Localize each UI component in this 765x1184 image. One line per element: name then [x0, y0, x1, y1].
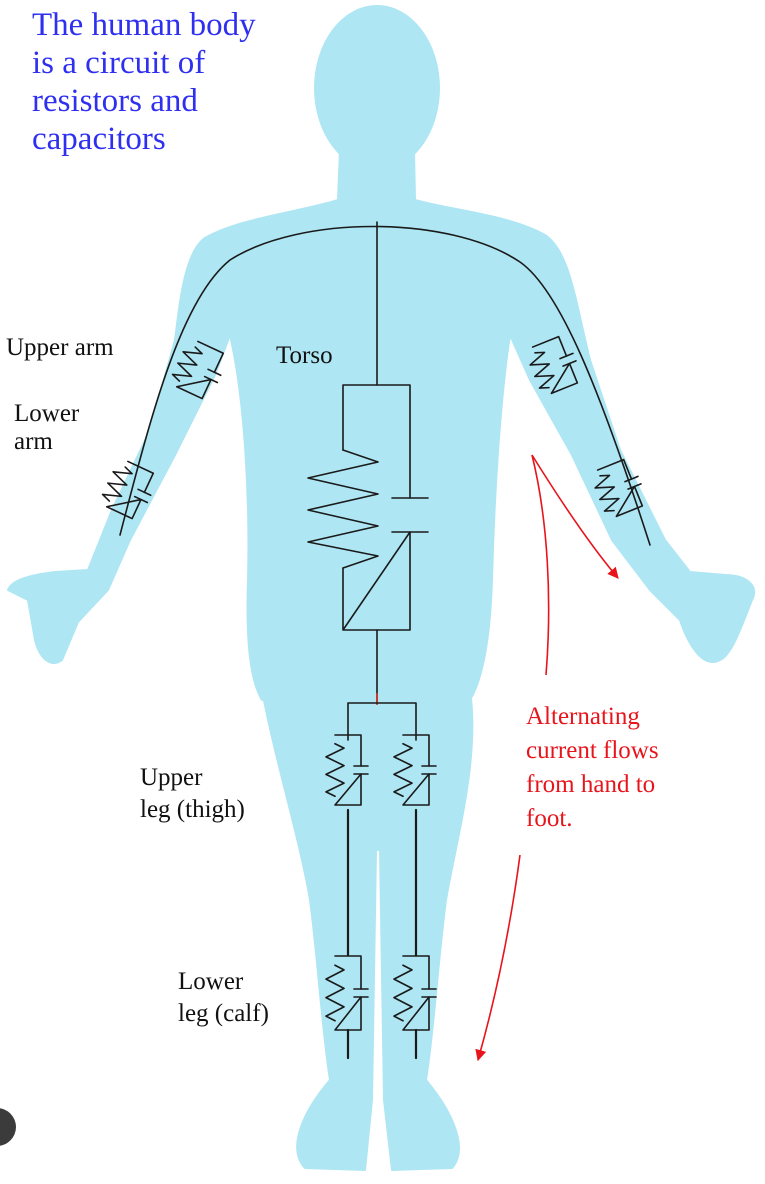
current-arrows [475, 454, 619, 1062]
arrow-curve [531, 454, 550, 676]
shoulder-wire [119, 225, 651, 546]
left-calf-rc-frame [334, 955, 362, 1031]
label-torso: Torso [276, 342, 333, 369]
right-thigh-rc-frame [402, 734, 430, 806]
torso-and-arms [7, 149, 755, 701]
right-upper-arm-rc-frame [531, 335, 579, 395]
right-upper-arm-rc [529, 335, 579, 395]
annotation-current-flow: Alternating current flows from hand to f… [526, 703, 659, 832]
left-lower-arm-rc-frame [105, 460, 155, 520]
right-upper-arm-rc-capacitor-plate-1 [559, 352, 574, 360]
left-lower-arm-rc [101, 460, 155, 520]
left-upper-arm-rc-frame [175, 340, 225, 400]
right-upper-arm-rc-resistor [529, 351, 555, 389]
left-upper-arm-rc-capacitor-plate-1 [207, 368, 222, 377]
circuit-network [101, 221, 651, 1060]
right-upper-arm-rc-capacitor-plate-2 [562, 360, 577, 367]
label-upper-leg: Upper leg (thigh) [140, 764, 245, 823]
right-lower-arm-rc [594, 458, 644, 518]
arrow-to-hand [531, 454, 619, 579]
label-upper-arm: Upper arm [6, 334, 114, 361]
left-thigh-rc-frame [334, 734, 362, 806]
leg-split-wire [347, 702, 417, 741]
legs [261, 689, 474, 1171]
right-calf-rc [393, 955, 437, 1031]
left-lower-arm-rc-capacitor-plate-2 [133, 495, 149, 504]
left-upper-arm-rc-capacitor-plate-2 [203, 375, 219, 384]
right-thigh-rc-resistor [393, 742, 413, 798]
left-thigh-rc [325, 734, 369, 806]
left-thigh-rc-resistor [325, 742, 345, 798]
right-thigh-rc [393, 734, 437, 806]
right-lower-arm-rc-frame [596, 458, 644, 518]
right-calf-rc-frame [402, 955, 430, 1031]
left-lower-arm-rc-capacitor-plate-1 [137, 488, 152, 497]
head [314, 5, 440, 171]
body-silhouette [7, 5, 755, 1171]
left-upper-arm-rc-resistor [171, 346, 203, 382]
right-calf-rc-resistor [393, 964, 413, 1022]
label-lower-arm: Lower arm [14, 400, 80, 455]
arrow-to-foot [475, 854, 521, 1062]
corner-circle [0, 1108, 16, 1146]
left-upper-arm-rc [171, 340, 225, 400]
label-lower-leg: Lower leg (calf) [178, 968, 269, 1027]
right-lower-arm-rc-resistor [594, 474, 620, 512]
right-lower-arm-rc-capacitor-plate-2 [627, 483, 642, 490]
left-calf-rc-resistor [325, 964, 345, 1022]
right-lower-arm-rc-capacitor-plate-1 [624, 475, 639, 483]
left-lower-arm-rc-resistor [101, 466, 133, 502]
left-calf-rc [325, 955, 369, 1031]
torso-resistor [307, 449, 379, 569]
diagram-title: The human body is a circuit of resistors… [32, 7, 256, 157]
